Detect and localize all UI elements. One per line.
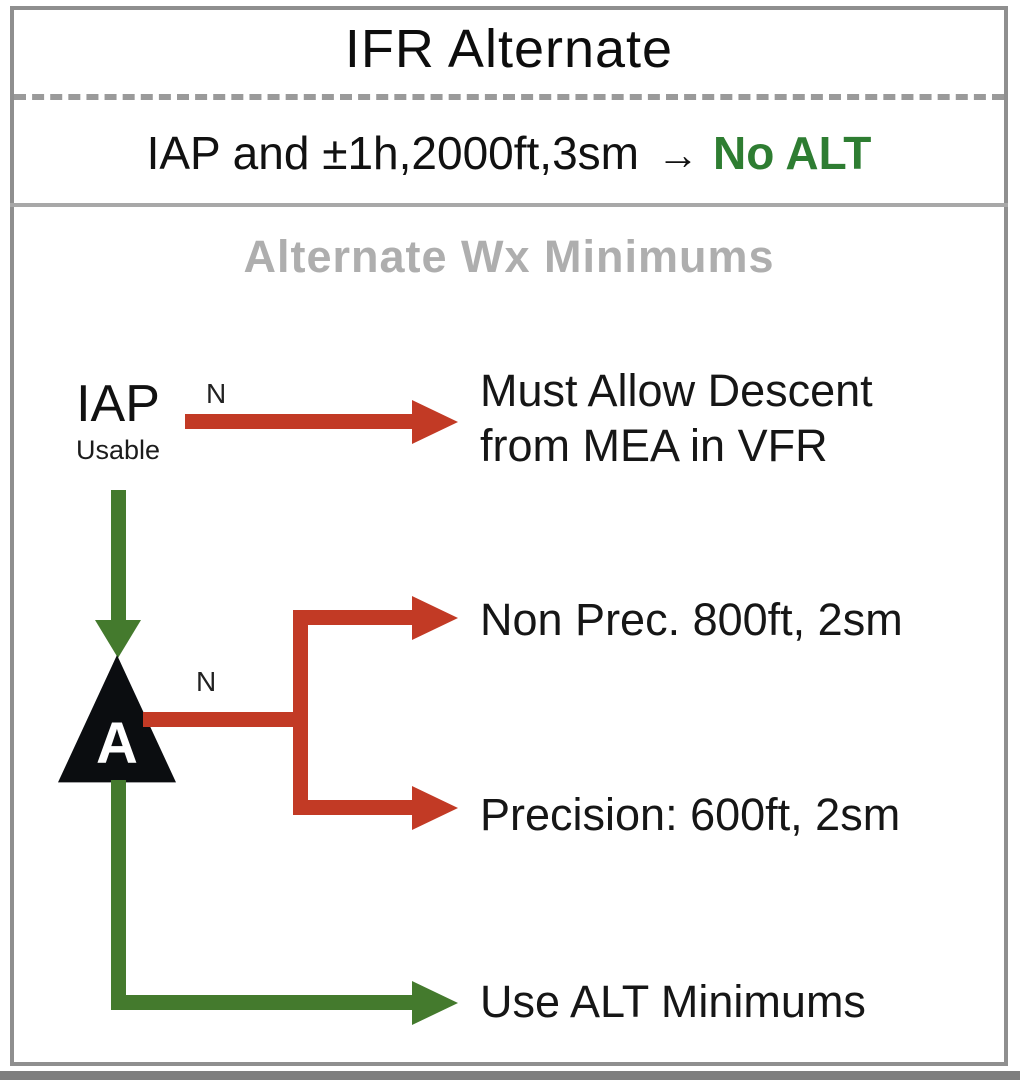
iap-node: IAP Usable	[38, 374, 198, 466]
must-allow-descent-label: Must Allow Descent from MEA in VFR	[480, 363, 873, 473]
dashed-divider	[14, 94, 1004, 100]
page-title: IFR Alternate	[344, 19, 674, 79]
right-arrow-glyph: →	[656, 131, 699, 178]
triangle-a-letter: A	[96, 711, 138, 776]
red-arrowhead-nonprec	[412, 596, 458, 640]
section-heading: Alternate Wx Minimums	[243, 231, 775, 282]
green-elbow-vertical-line	[111, 780, 126, 1010]
rule-condition-text: IAP and ±1h,2000ft,3sm	[146, 127, 639, 179]
must-allow-descent-line1: Must Allow Descent	[480, 365, 873, 416]
iap-sublabel: Usable	[75, 435, 161, 465]
bottom-edge-strip	[0, 1071, 1020, 1080]
green-arrow-shaft-usealt	[111, 995, 413, 1010]
iap-label: IAP	[76, 375, 160, 433]
red-arrow-shaft-iap-no	[185, 414, 413, 429]
red-arrow-shaft-nonprec	[293, 610, 413, 625]
red-branch-vertical-line	[293, 610, 308, 815]
green-arrowhead-down	[95, 620, 141, 658]
red-arrowhead-precision	[412, 786, 458, 830]
green-arrow-shaft-down	[111, 490, 126, 622]
rule-result-text: No ALT	[712, 127, 872, 179]
no-branch-label-2: N	[196, 666, 217, 697]
non-precision-label: Non Prec. 800ft, 2sm	[480, 594, 903, 645]
no-branch-label-1: N	[206, 378, 227, 409]
green-arrowhead-usealt	[412, 981, 458, 1025]
section-divider	[10, 203, 1008, 207]
use-alt-minimums-label: Use ALT Minimums	[480, 976, 866, 1027]
red-arrow-shaft-precision	[293, 800, 413, 815]
red-connector-shaft	[143, 712, 308, 727]
no-alternate-rule: IAP and ±1h,2000ft,3sm → No ALT	[14, 126, 1004, 180]
must-allow-descent-line2: from MEA in VFR	[480, 420, 828, 471]
precision-label: Precision: 600ft, 2sm	[480, 789, 901, 840]
red-arrowhead-iap-no	[412, 400, 458, 444]
